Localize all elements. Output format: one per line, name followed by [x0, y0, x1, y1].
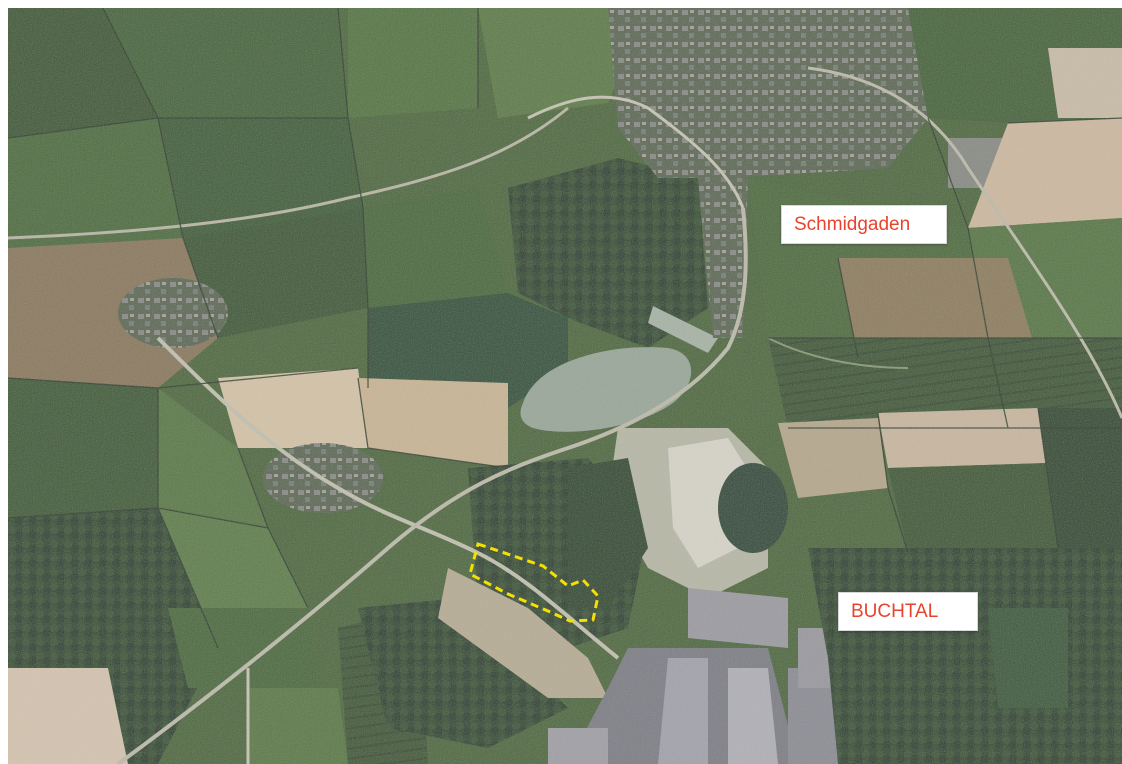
area-boundary-outline[interactable] [468, 542, 600, 623]
place-label-schmidgaden: Schmidgaden [781, 205, 947, 244]
place-label-buchtal: BUCHTAL [838, 592, 978, 631]
aerial-map[interactable]: Schmidgaden BUCHTAL [8, 8, 1122, 764]
aerial-imagery [8, 8, 1122, 764]
